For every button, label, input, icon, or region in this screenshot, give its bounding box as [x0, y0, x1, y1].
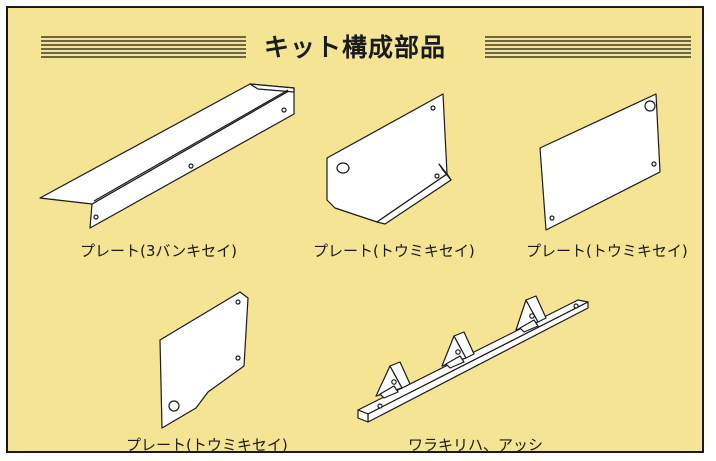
part-label-blade-assembly: ワラキリハ、アッシ — [408, 436, 544, 454]
part-blade-assembly-drawing — [357, 295, 589, 423]
title-rule-right — [485, 36, 691, 58]
page-title: キット構成部品 — [263, 33, 446, 62]
part-flat-plate-drawing — [539, 93, 661, 231]
part-angle-plate-drawing — [39, 83, 295, 229]
part-label-cut-plate: プレート(トウミキセイ) — [126, 436, 288, 454]
part-flanged-plate-drawing — [326, 93, 452, 225]
title-rule-left — [41, 36, 246, 58]
part-label-flat-plate: プレート(トウミキセイ) — [526, 242, 688, 260]
kit-parts-panel: キット構成部品 プレート(3バンキセイ) プレート(トウミキセイ) — [6, 6, 704, 454]
part-label-flanged-plate: プレート(トウミキセイ) — [313, 242, 475, 260]
part-label-angle-plate: プレート(3バンキセイ) — [80, 242, 237, 260]
part-cut-plate-drawing — [159, 291, 249, 429]
title-row: キット構成部品 — [8, 28, 702, 68]
